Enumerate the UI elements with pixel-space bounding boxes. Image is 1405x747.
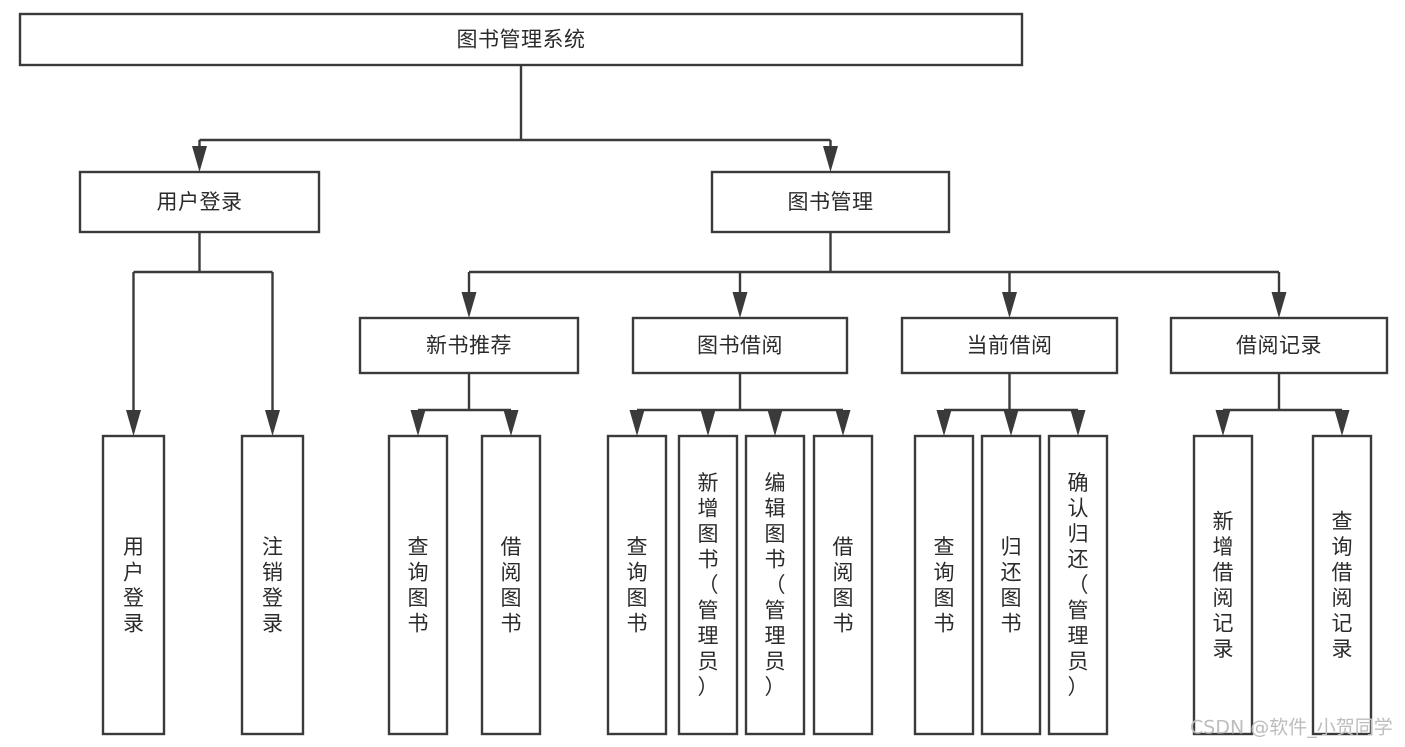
node-user-login-do[interactable]: 用户登录 [101,434,166,736]
node-label-bb-add-book: 新增图书（管理员） [698,471,719,699]
node-label-cb-return-book: 归还图书 [1001,535,1022,636]
node-br-query-record[interactable]: 查询借阅记录 [1311,434,1373,736]
node-box-cb-confirm-return [1047,434,1109,736]
node-label-new-book-rec: 新书推荐 [426,334,512,358]
node-root[interactable]: 图书管理系统 [18,12,1024,67]
arrow-head-icon [936,410,952,436]
node-box-new-book-rec [358,316,580,375]
node-current-borrow[interactable]: 当前借阅 [900,316,1119,375]
node-borrow-record[interactable]: 借阅记录 [1169,316,1389,375]
node-label-nbr-query-book: 查询图书 [408,535,429,636]
node-bb-add-book[interactable]: 新增图书（管理员） [677,434,739,736]
node-label-user-login: 用户登录 [157,190,243,214]
node-box-book-borrow [631,316,849,375]
node-bb-edit-book[interactable]: 编辑图书（管理员） [744,434,806,736]
arrow-head-icon [265,410,280,436]
arrow-head-icon [1070,410,1086,436]
arrow-head-icon [767,410,783,436]
node-box-cb-query-book [913,434,975,736]
node-box-book-manage [710,170,951,234]
node-book-manage[interactable]: 图书管理 [710,170,951,234]
arrow-head-icon [410,410,426,436]
node-cb-confirm-return[interactable]: 确认归还（管理员） [1047,434,1109,736]
arrow-head-icon [700,410,716,436]
arrow-head-icon [192,146,207,172]
node-label-br-add-record: 新增借阅记录 [1213,509,1234,661]
node-box-root [18,12,1024,67]
arrow-head-icon [823,146,838,172]
node-label-cb-confirm-return: 确认归还（管理员） [1068,471,1089,699]
arrow-head-icon [1003,410,1019,436]
node-label-book-manage: 图书管理 [788,190,874,214]
node-box-user-login [78,170,321,234]
node-user-logout[interactable]: 注销登录 [240,434,305,736]
arrow-head-icon [1334,410,1350,436]
node-bb-borrow-book[interactable]: 借阅图书 [812,434,874,736]
node-box-bb-query-book [606,434,668,736]
node-box-nbr-query-book [387,434,449,736]
arrow-head-icon [503,410,519,436]
arrow-head-icon [732,292,748,318]
connector-layer [126,65,1350,436]
arrow-head-icon [1271,292,1287,318]
node-box-borrow-record [1169,316,1389,375]
node-box-cb-return-book [980,434,1042,736]
node-label-bb-query-book: 查询图书 [627,535,648,636]
node-bb-query-book[interactable]: 查询图书 [606,434,668,736]
node-nbr-borrow-book[interactable]: 借阅图书 [480,434,542,736]
arrow-head-icon [835,410,851,436]
arrow-head-icon [629,410,645,436]
node-br-add-record[interactable]: 新增借阅记录 [1192,434,1254,736]
node-box-nbr-borrow-book [480,434,542,736]
node-box-br-add-record [1192,434,1254,736]
node-user-login[interactable]: 用户登录 [78,170,321,234]
node-box-current-borrow [900,316,1119,375]
csdn-watermark: CSDN @软件_小贺同学 [1190,717,1393,739]
node-label-user-login-do: 用户登录 [123,535,144,636]
node-box-bb-add-book [677,434,739,736]
node-book-borrow[interactable]: 图书借阅 [631,316,849,375]
arrow-head-icon [1002,292,1017,318]
node-box-br-query-record [1311,434,1373,736]
node-label-user-logout: 注销登录 [262,535,283,636]
node-box-user-login-do [101,434,166,736]
node-cb-query-book[interactable]: 查询图书 [913,434,975,736]
arrow-head-icon [126,410,141,436]
node-label-cb-query-book: 查询图书 [934,535,955,636]
node-box-bb-borrow-book [812,434,874,736]
node-label-root: 图书管理系统 [457,28,586,52]
node-label-br-query-record: 查询借阅记录 [1332,509,1353,661]
node-nbr-query-book[interactable]: 查询图书 [387,434,449,736]
arrow-head-icon [1215,410,1231,436]
node-label-nbr-borrow-book: 借阅图书 [501,535,522,636]
node-box-bb-edit-book [744,434,806,736]
node-new-book-rec[interactable]: 新书推荐 [358,316,580,375]
node-box-user-logout [240,434,305,736]
node-cb-return-book[interactable]: 归还图书 [980,434,1042,736]
node-layer: 图书管理系统用户登录图书管理用户登录注销登录新书推荐图书借阅当前借阅借阅记录查询… [18,12,1389,736]
node-label-current-borrow: 当前借阅 [967,334,1053,358]
arrow-head-icon [461,292,477,318]
node-label-book-borrow: 图书借阅 [697,334,783,358]
node-label-bb-edit-book: 编辑图书（管理员） [765,471,786,699]
node-label-borrow-record: 借阅记录 [1236,334,1322,358]
node-label-bb-borrow-book: 借阅图书 [833,535,854,636]
